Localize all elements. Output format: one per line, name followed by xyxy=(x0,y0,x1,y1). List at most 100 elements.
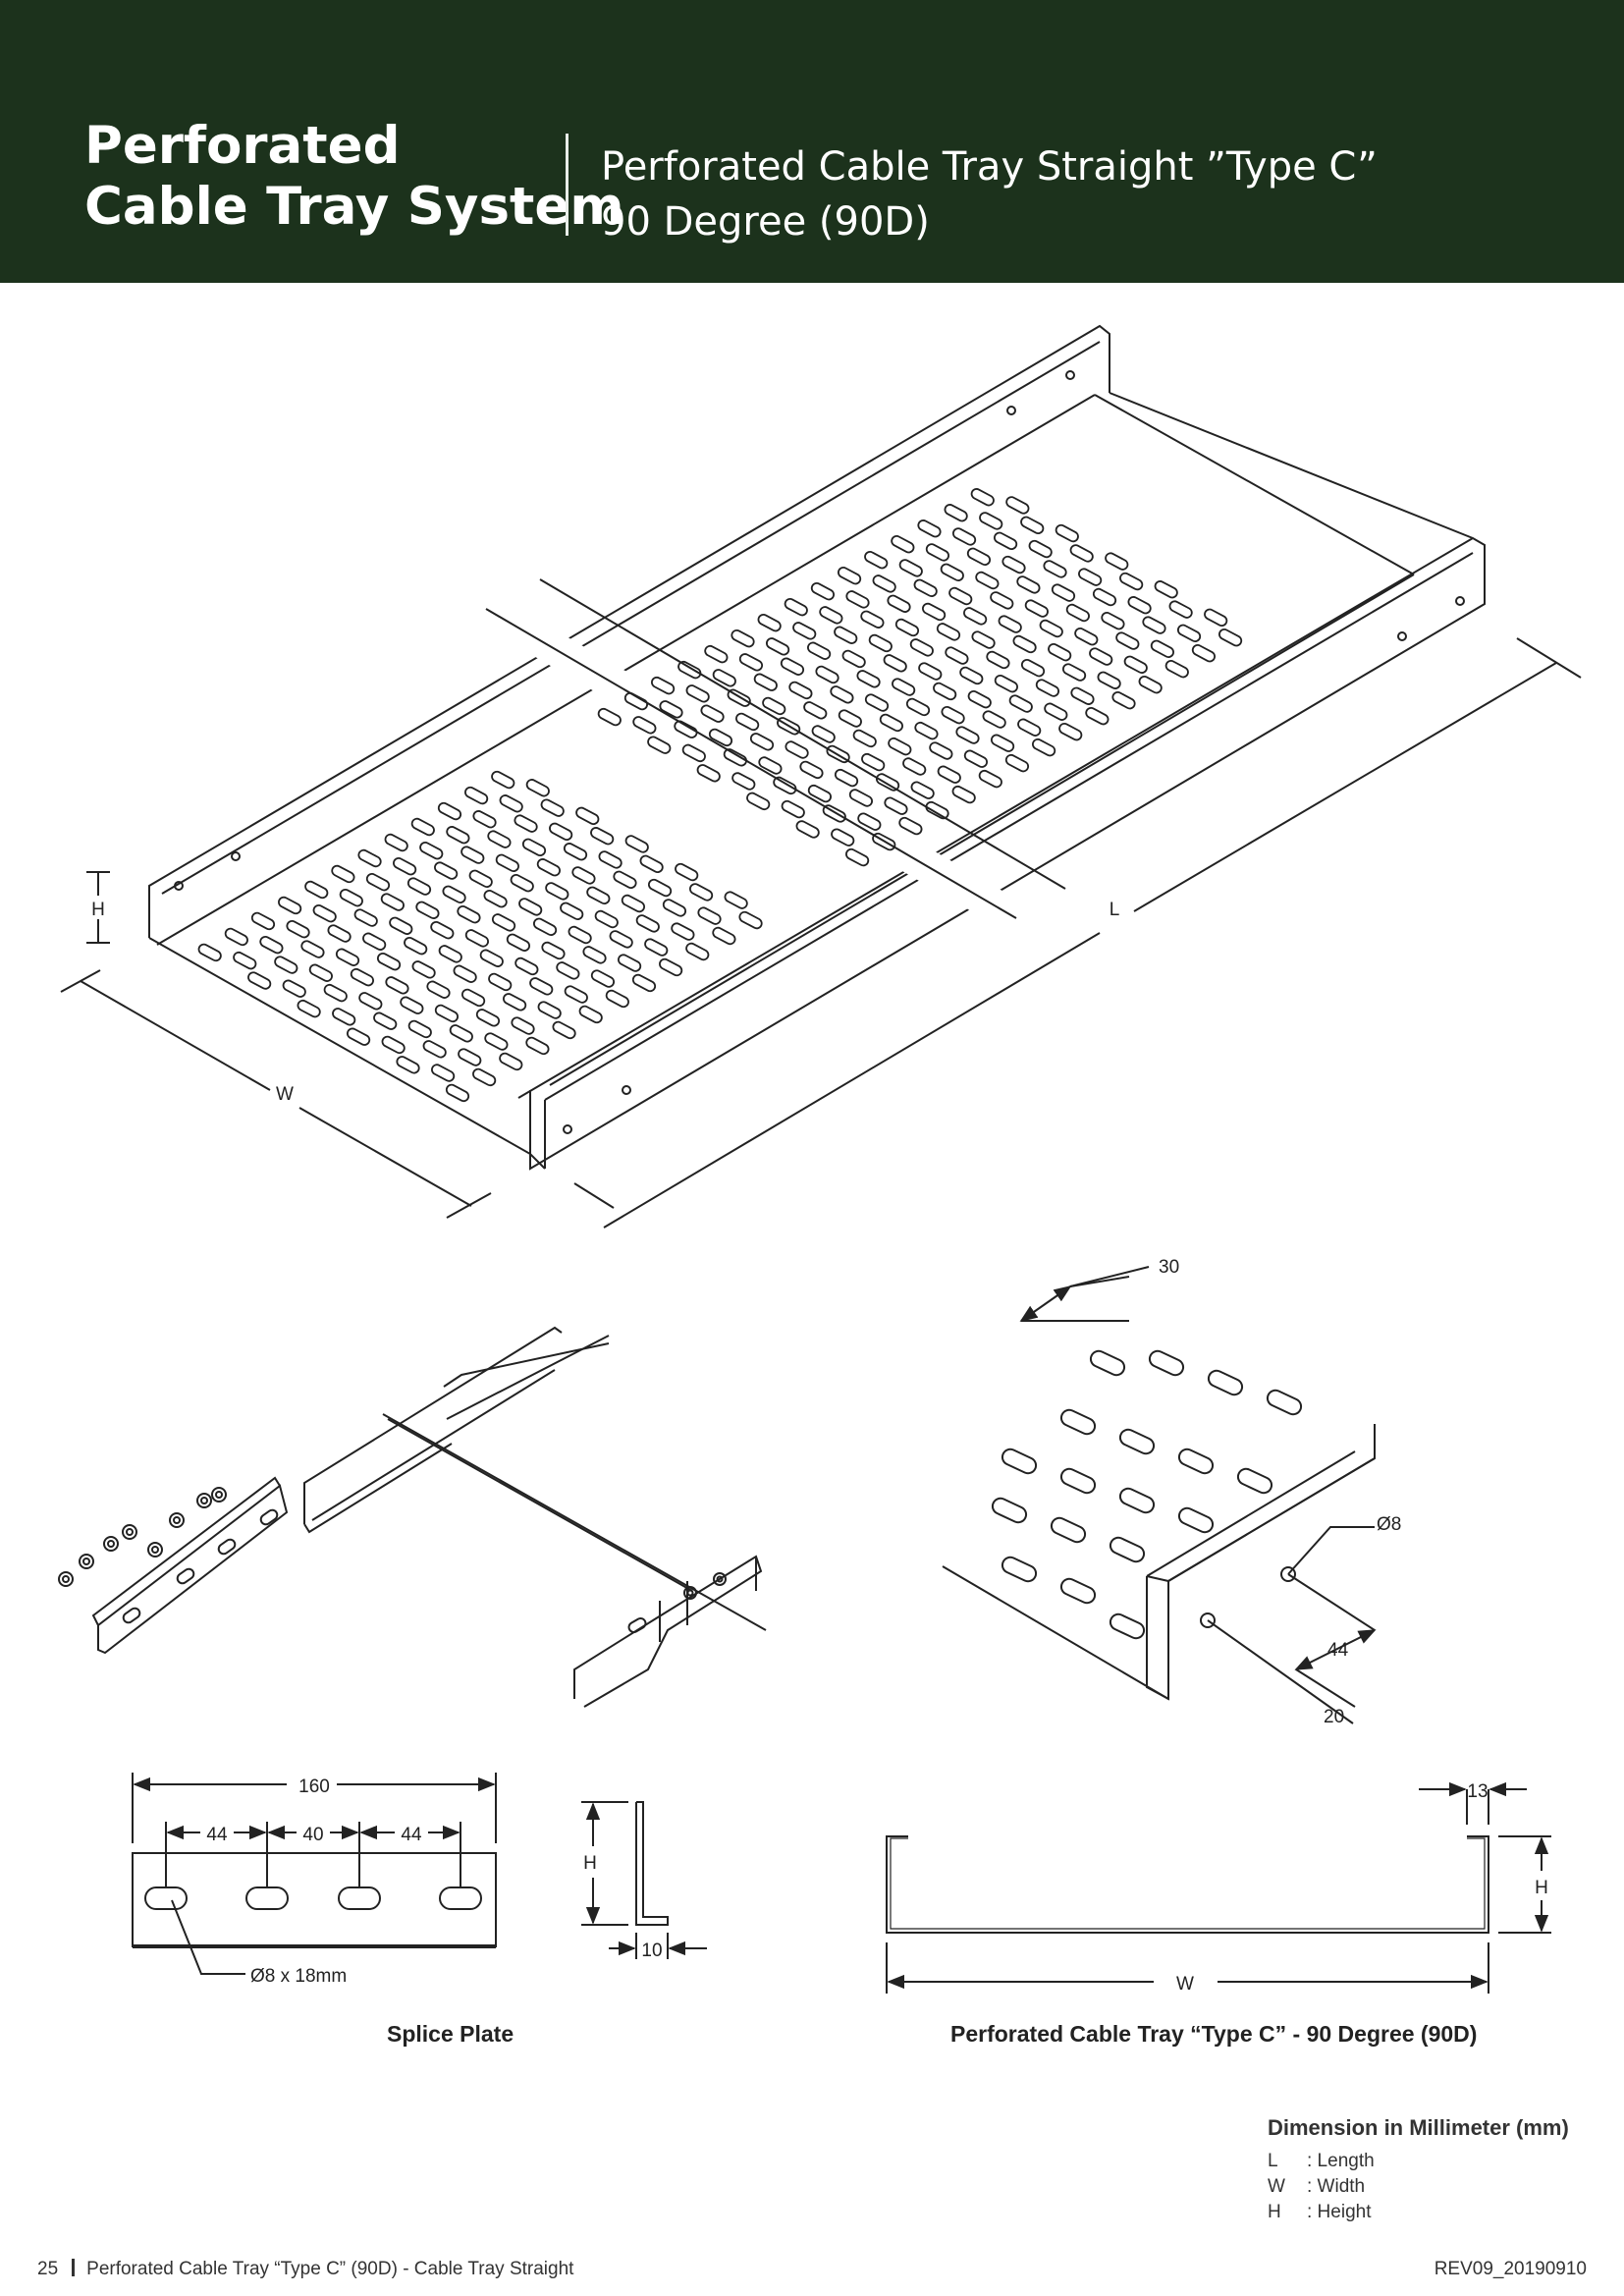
perforation-slot xyxy=(571,866,596,885)
perforation-slot xyxy=(945,646,969,665)
perforation-slot xyxy=(1012,634,1037,654)
perforation-slot xyxy=(990,734,1015,752)
perforation-slot xyxy=(578,1005,603,1024)
perforation-slot xyxy=(979,512,1003,530)
perforation-slot xyxy=(376,952,402,971)
perforation-slot xyxy=(998,615,1022,633)
perforation-slot xyxy=(563,843,588,861)
header-banner: Perforated Cable Tray System Perforated … xyxy=(0,0,1624,283)
perforation-slot xyxy=(788,681,813,700)
perforation-slot xyxy=(453,964,477,983)
perforation-slot xyxy=(442,885,466,903)
perforation-slot xyxy=(639,854,664,874)
perforation-slot xyxy=(312,903,337,923)
perforation-slot xyxy=(773,776,797,795)
perforation-slot xyxy=(831,828,855,847)
splice-dim-10: 10 xyxy=(641,1941,662,1961)
perforation-slot xyxy=(1044,702,1068,721)
perforation-slot xyxy=(472,1067,497,1087)
perforation-slot xyxy=(735,712,760,732)
perforation-slot xyxy=(951,785,976,804)
perforation-slot xyxy=(1101,612,1125,630)
perforation-slot xyxy=(1115,631,1140,650)
perforation-slot xyxy=(381,1035,406,1055)
perforation-slot xyxy=(613,870,637,890)
perforation-slot xyxy=(894,618,920,637)
perforation-slot xyxy=(514,957,539,976)
perforation-slot xyxy=(1142,616,1166,634)
perforation-slot xyxy=(1008,694,1033,713)
perforation-slot xyxy=(940,563,964,581)
perforation-slot xyxy=(635,914,660,933)
splice-dim-total: 160 xyxy=(298,1777,330,1797)
perforation-slot xyxy=(1078,568,1103,586)
perforation-slot xyxy=(1074,628,1099,646)
perforation-slot xyxy=(792,622,817,640)
perforation-slot xyxy=(1017,718,1042,737)
perforation-slot xyxy=(1069,544,1094,563)
perforation-slot xyxy=(948,586,973,606)
perforation-slot xyxy=(936,623,961,641)
perforation-slot xyxy=(852,729,877,748)
detail-dim-d8: Ø8 xyxy=(1377,1514,1401,1535)
perforation-slot xyxy=(838,709,862,728)
perforation-slot xyxy=(723,748,747,767)
perforation-slot xyxy=(1176,624,1202,642)
perforation-slot xyxy=(762,696,786,716)
header-divider xyxy=(566,134,568,236)
perforation-slot xyxy=(590,827,615,846)
splice-hole-label: Ø8 x 18mm xyxy=(250,1966,347,1987)
perforation-slot xyxy=(422,1040,447,1059)
perforation-slot xyxy=(704,644,729,664)
main-dim-h-label: H xyxy=(91,900,105,920)
perforation-slot xyxy=(845,847,870,867)
perforation-slot xyxy=(521,838,547,857)
splice-dim-c: 44 xyxy=(401,1825,422,1845)
perforation-slot xyxy=(781,799,805,819)
splice-dim-b: 40 xyxy=(302,1825,323,1845)
perforation-slot xyxy=(1035,679,1059,697)
perforation-slot xyxy=(346,1027,371,1046)
perforation-slot xyxy=(1204,608,1228,628)
perforation-slot xyxy=(902,757,927,776)
detail-corner-drawing xyxy=(942,1266,1377,1724)
perforation-slot xyxy=(1085,706,1110,726)
perforation-slot xyxy=(575,806,600,826)
footer-page-title: Perforated Cable Tray “Type C” (90D) - C… xyxy=(86,2259,574,2279)
perforation-slot xyxy=(1020,658,1046,678)
perforation-slot xyxy=(864,693,890,712)
perforation-slot xyxy=(795,820,820,839)
perforation-slot xyxy=(1092,587,1117,607)
perforation-slot xyxy=(857,812,882,831)
perforation-slot xyxy=(1001,555,1026,574)
perforation-slot xyxy=(856,670,881,688)
perforation-slot xyxy=(731,772,756,791)
perforation-slot xyxy=(689,883,714,902)
perforation-slot xyxy=(525,779,550,797)
perforation-slot xyxy=(1138,675,1163,694)
perforation-slot xyxy=(536,858,561,877)
perforation-slot xyxy=(913,578,938,597)
perforation-slot xyxy=(757,613,782,632)
perforation-slot xyxy=(618,954,642,972)
perforation-slot xyxy=(898,816,923,836)
perforation-slot xyxy=(807,784,832,803)
perforation-slot xyxy=(970,488,995,507)
perforation-slot xyxy=(464,929,489,948)
perforation-slot xyxy=(385,976,409,995)
perforation-slot xyxy=(449,1024,473,1043)
detail-dim-20: 20 xyxy=(1324,1707,1344,1727)
section-dim-h: H xyxy=(1535,1878,1548,1898)
footer-revision: REV09_20190910 xyxy=(1434,2259,1587,2279)
perforation-slot xyxy=(460,988,486,1008)
perforation-slot xyxy=(623,691,649,711)
perforation-slot xyxy=(685,684,710,703)
perforation-slot xyxy=(339,888,363,907)
section-dim-w: W xyxy=(1176,1974,1194,1995)
perforation-slot xyxy=(327,924,352,943)
perforation-slot xyxy=(426,980,451,999)
perforation-slot xyxy=(963,749,988,768)
perforation-slot xyxy=(549,822,573,842)
perforation-slot xyxy=(247,971,272,990)
perforation-slot xyxy=(918,662,943,681)
